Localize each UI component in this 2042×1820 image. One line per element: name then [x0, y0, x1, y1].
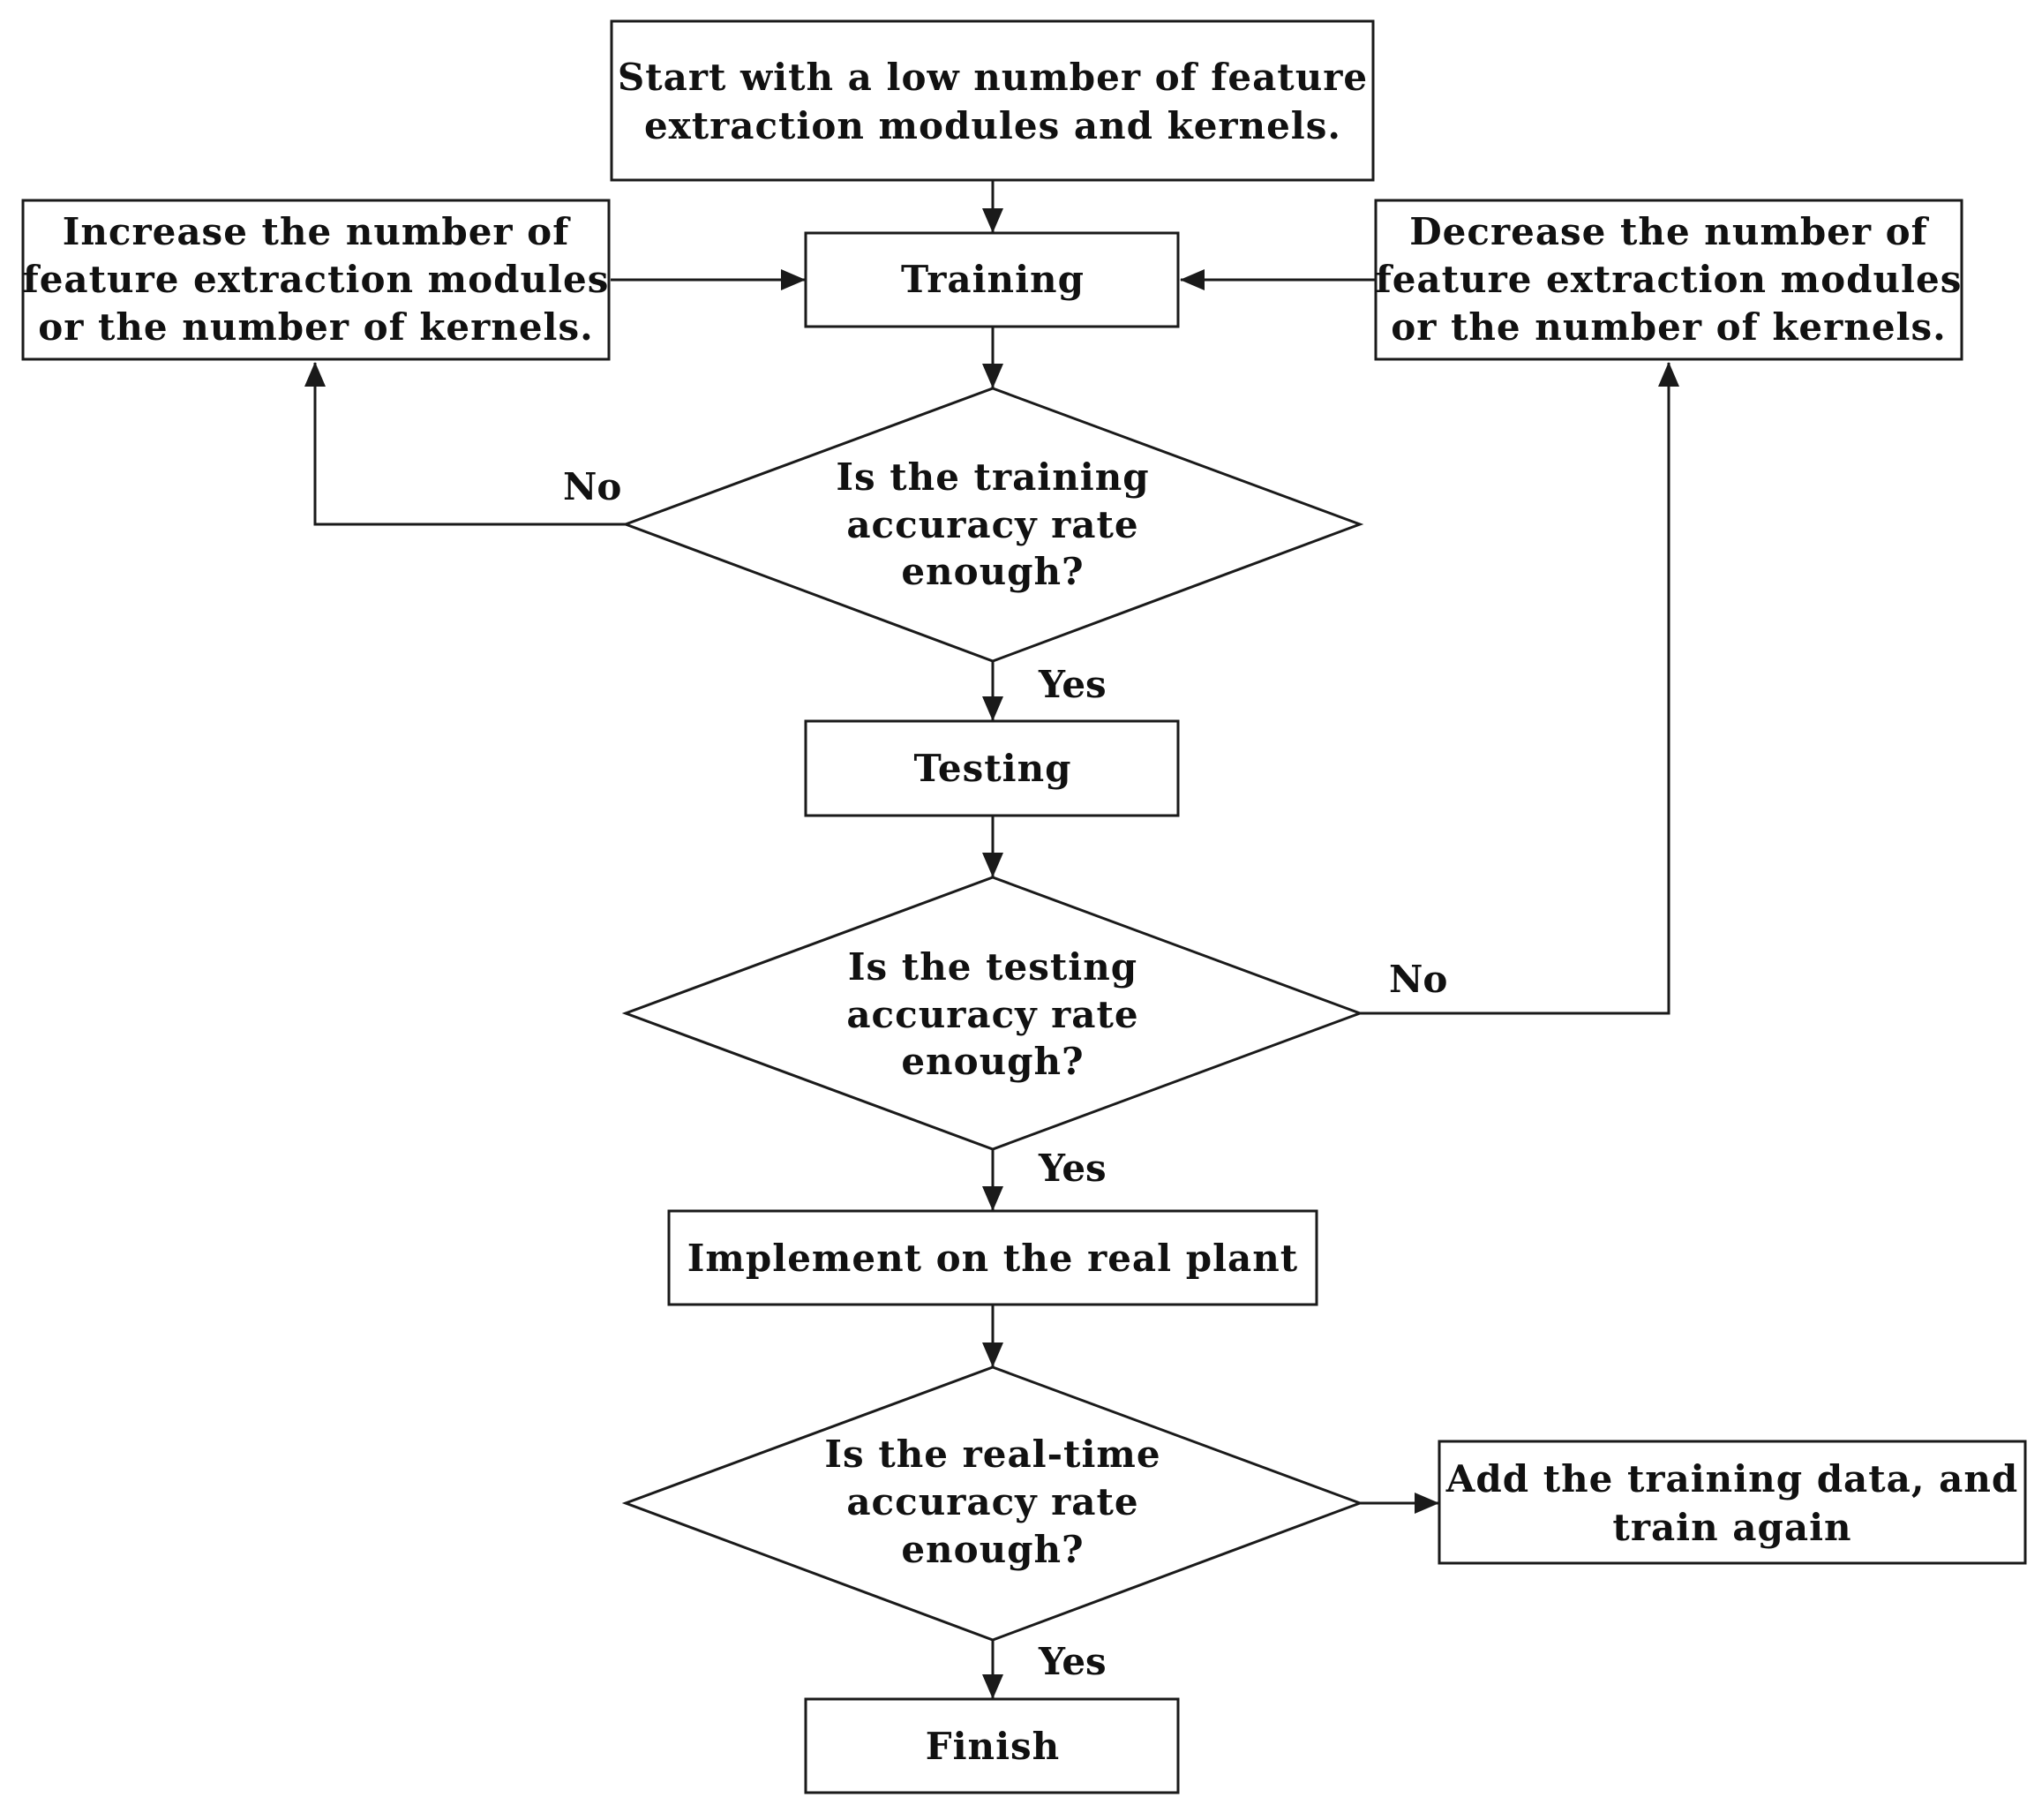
- decision-testing-line-3: enough?: [901, 1040, 1084, 1083]
- decision-testing-line-1: Is the testing: [848, 945, 1137, 989]
- decision-training: Is the training accuracy rate enough?: [621, 387, 1364, 663]
- node-increase-line-2: feature extraction modules: [23, 258, 610, 301]
- decision-testing-line-2: accuracy rate: [846, 993, 1138, 1036]
- label-realtime-yes: Yes: [1038, 1640, 1107, 1683]
- node-start-line-1: Start with a low number of feature: [618, 56, 1368, 99]
- edge-check-training-no: [304, 362, 627, 526]
- node-testing: Testing: [804, 719, 1180, 817]
- node-decrease-line-1: Decrease the number of: [1409, 210, 1929, 253]
- decision-realtime: Is the real-time accuracy rate enough?: [621, 1365, 1364, 1642]
- node-training-label: Training: [901, 258, 1085, 301]
- node-finish: Finish: [804, 1697, 1180, 1794]
- label-testing-no: No: [1389, 958, 1447, 1001]
- label-training-no: No: [563, 465, 621, 508]
- decision-training-line-3: enough?: [901, 550, 1084, 593]
- node-increase: Increase the number of feature extractio…: [21, 199, 611, 361]
- edge-labels: No Yes No Yes Yes: [563, 465, 1447, 1683]
- edge-check-testing-no: [1360, 362, 1679, 1015]
- node-start: Start with a low number of feature extra…: [610, 19, 1375, 182]
- node-implement-label: Implement on the real plant: [687, 1237, 1298, 1280]
- node-decrease-line-3: or the number of kernels.: [1391, 305, 1947, 349]
- node-add-data-line-2: train again: [1612, 1506, 1851, 1549]
- label-testing-yes: Yes: [1038, 1147, 1107, 1190]
- node-add-data: Add the training data, and train again: [1438, 1440, 2027, 1565]
- node-start-line-2: extraction modules and kernels.: [644, 104, 1341, 147]
- node-add-data-line-1: Add the training data, and: [1445, 1457, 2019, 1500]
- node-decrease: Decrease the number of feature extractio…: [1374, 199, 1963, 361]
- node-finish-label: Finish: [926, 1725, 1060, 1768]
- decision-training-line-1: Is the training: [836, 455, 1149, 499]
- node-increase-line-3: or the number of kernels.: [38, 305, 594, 349]
- node-training: Training: [804, 231, 1180, 328]
- label-training-yes: Yes: [1038, 663, 1107, 706]
- node-testing-label: Testing: [913, 747, 1071, 790]
- decision-testing: Is the testing accuracy rate enough?: [621, 876, 1364, 1151]
- edges: [304, 180, 1679, 1699]
- node-decrease-line-2: feature extraction modules: [1376, 258, 1963, 301]
- decision-realtime-line-3: enough?: [901, 1528, 1084, 1571]
- decision-realtime-line-2: accuracy rate: [846, 1480, 1138, 1523]
- decision-training-line-2: accuracy rate: [846, 503, 1138, 546]
- node-implement: Implement on the real plant: [667, 1209, 1318, 1306]
- decision-realtime-line-1: Is the real-time: [824, 1433, 1160, 1476]
- node-increase-line-1: Increase the number of: [63, 210, 571, 253]
